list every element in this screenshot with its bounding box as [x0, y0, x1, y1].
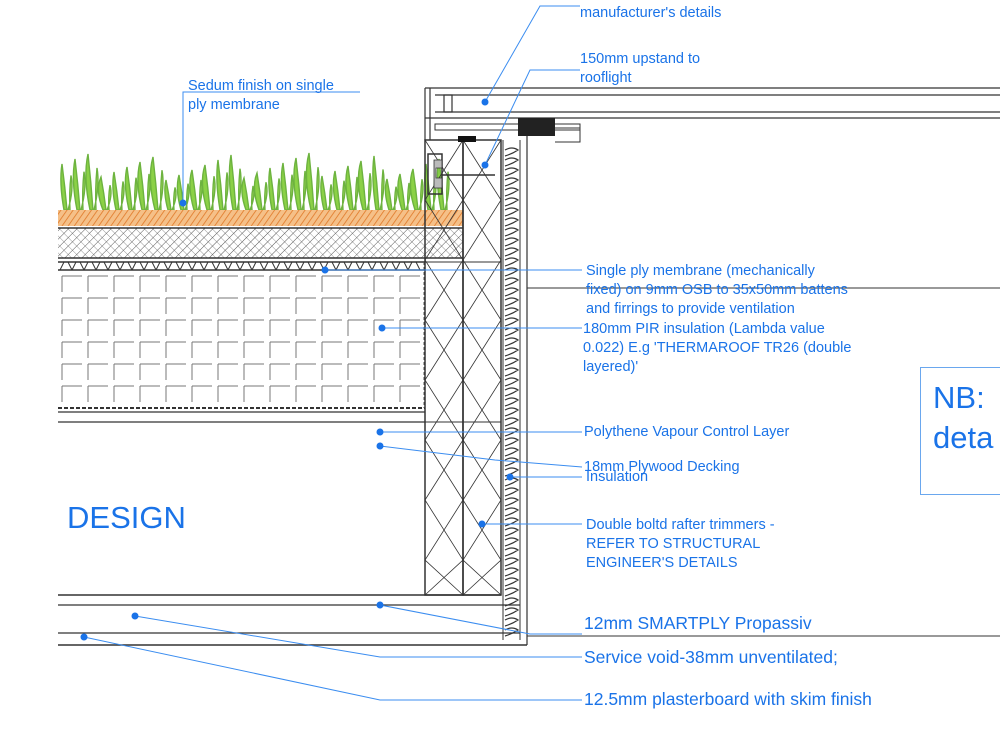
plant-leaf — [228, 154, 237, 211]
plant-leaf — [345, 165, 354, 211]
plant-leaf — [189, 169, 198, 211]
plant-leaf — [293, 157, 302, 211]
plant-leaf — [216, 159, 224, 211]
plant-leaf — [301, 170, 307, 211]
plant-leaf — [305, 152, 315, 211]
plywood-label: 18mm Plywood Decking — [584, 459, 740, 475]
plant-leaf — [253, 170, 263, 211]
plant-leaf — [149, 156, 159, 211]
plant-leaf — [112, 171, 120, 211]
plant-leaf — [353, 176, 359, 211]
insulation-label: Insulation — [586, 469, 649, 485]
plant-leaf — [60, 163, 68, 211]
plant-leaf — [379, 169, 385, 211]
plant-leaf — [105, 185, 112, 211]
plant-leaf — [314, 167, 320, 211]
plant-leaf — [357, 160, 367, 211]
plant-leaf — [404, 182, 411, 211]
smartply-label: 12mm SMARTPLY Propassiv — [584, 613, 812, 633]
sedum-label: Sedum finish on single ply membrane — [188, 78, 334, 113]
plant-leaf — [340, 180, 346, 211]
plant-leaf — [275, 178, 281, 211]
leader-lines — [83, 5, 583, 701]
sedum-plants — [60, 152, 450, 211]
rooflight-upstand — [424, 87, 1000, 289]
plant-leaf — [158, 170, 164, 211]
plant-leaf — [80, 171, 86, 211]
leader-dots — [80, 98, 514, 641]
plant-leaf — [85, 153, 94, 211]
vertical-insulation — [502, 120, 528, 645]
plant-leaf — [164, 179, 172, 211]
plant-leaf — [326, 184, 333, 211]
plant-leaf — [132, 177, 138, 211]
plant-leaf — [210, 176, 216, 211]
manufacturer-label: manufacturer's details — [580, 5, 722, 21]
plant-leaf — [197, 179, 203, 211]
rafter-trimmers — [424, 139, 502, 596]
pir-insulation — [58, 262, 425, 409]
plant-leaf — [248, 185, 255, 211]
plant-leaf — [67, 175, 73, 211]
plant-leaf — [397, 173, 406, 211]
plant-leaf — [241, 175, 250, 211]
pir-label: 180mm PIR insulation (Lambda value 0.022… — [583, 321, 852, 375]
drainage-layer — [58, 227, 463, 259]
plant-leaf — [124, 166, 133, 211]
substrate-layer — [58, 210, 463, 226]
plant-leaf — [236, 168, 242, 211]
plant-leaf — [418, 179, 424, 211]
plant-leaf — [93, 167, 99, 211]
membrane-label: Single ply membrane (mechanically fixed)… — [586, 263, 848, 317]
plant-leaf — [444, 171, 450, 211]
plant-leaf — [262, 182, 268, 211]
plant-leaf — [384, 178, 393, 211]
ceiling-layers — [58, 594, 1000, 646]
plant-leaf — [372, 155, 380, 211]
trimmers-label: Double boltd rafter trimmers - REFER TO … — [586, 517, 775, 571]
plant-leaf — [223, 172, 229, 211]
plant-leaf — [201, 164, 211, 211]
plant-leaf — [170, 187, 177, 211]
plant-leaf — [119, 181, 125, 211]
plant-leaf — [409, 168, 419, 211]
plant-leaf — [145, 173, 151, 211]
design-title: DESIGN — [67, 500, 186, 535]
plant-leaf — [72, 158, 81, 211]
nb-note: NB: deta — [920, 367, 1000, 495]
plant-leaf — [366, 173, 372, 211]
plant-leaf — [280, 162, 289, 211]
service-void-label: Service void-38mm unventilated; — [584, 647, 838, 667]
vcl-label: Polythene Vapour Control Layer — [584, 424, 790, 440]
upstand-label: 150mm upstand to rooflight — [580, 51, 701, 86]
plant-leaf — [391, 186, 398, 211]
plant-leaf — [97, 174, 107, 211]
plant-leaf — [137, 161, 146, 211]
plywood-decking — [58, 411, 425, 423]
plant-leaf — [183, 183, 190, 211]
nb-note-text: NB: deta — [933, 380, 994, 455]
plant-leaf — [320, 175, 328, 211]
membrane-battens — [58, 261, 425, 271]
plant-leaf — [288, 174, 294, 211]
plant-leaf — [268, 167, 276, 211]
plant-leaf — [332, 170, 341, 211]
plasterboard-label: 12.5mm plasterboard with skim finish — [584, 689, 872, 709]
